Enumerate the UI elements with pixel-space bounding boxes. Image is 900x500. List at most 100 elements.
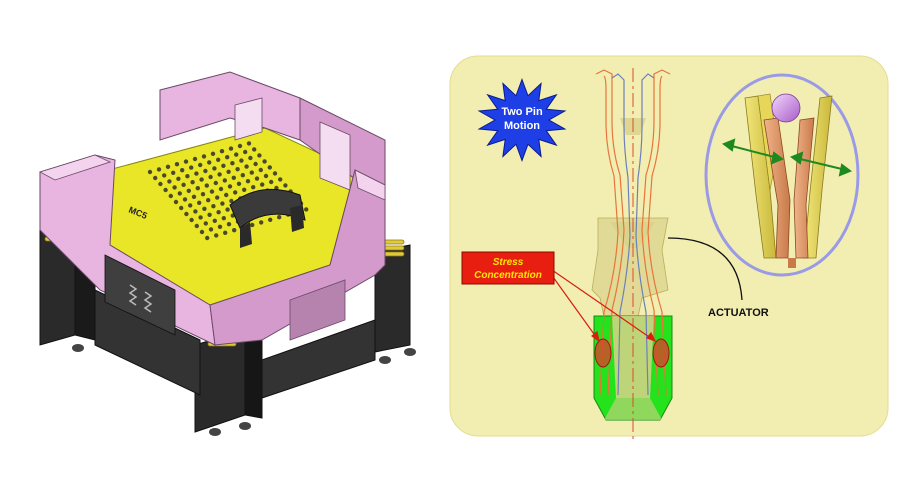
socket-pin [230, 161, 235, 166]
burst-line2: Motion [504, 120, 540, 132]
socket-pin [184, 211, 189, 217]
socket-back-wall [159, 71, 301, 141]
socket-pin [156, 167, 162, 172]
socket-pin [240, 173, 245, 178]
socket-pin [244, 164, 249, 169]
socket-pin [243, 149, 248, 155]
socket-pin [201, 154, 207, 159]
socket-pin [147, 169, 153, 175]
socket-pin [283, 183, 288, 188]
socket-pin [224, 192, 229, 198]
socket-pin [176, 176, 181, 181]
socket-pin [205, 235, 210, 241]
socket-pin [188, 203, 193, 208]
socket-pin [217, 172, 222, 177]
socket-pin [198, 162, 203, 168]
socket-pin [212, 166, 217, 171]
socket-pin [269, 179, 274, 185]
socket-pin [207, 212, 212, 217]
socket-pin [199, 177, 204, 182]
socket-pin [249, 170, 254, 175]
socket-pin [189, 217, 194, 223]
socket-pin [216, 210, 221, 215]
socket-pin [219, 149, 225, 154]
socket-pin [277, 215, 282, 220]
socket-pin [250, 222, 255, 228]
socket-pin [218, 186, 224, 192]
socket-pin [171, 170, 176, 175]
pin-motion-panel: Stress Concentration ACTUATOR Two Pin Mo… [449, 55, 889, 440]
stress-label-line1: Stress [493, 257, 524, 268]
burst-line1: Two Pin [501, 106, 543, 118]
socket-pin [197, 200, 202, 205]
socket-pin [225, 207, 230, 212]
socket-pin [260, 182, 265, 187]
two-pin-motion-burst [477, 78, 567, 162]
socket-pin [215, 195, 220, 200]
socket-pin [248, 155, 253, 161]
socket-pin [272, 171, 278, 176]
socket-pin [227, 184, 233, 189]
socket-pin [194, 223, 199, 229]
actuator-label: ACTUATOR [708, 307, 769, 319]
socket-pin [185, 174, 190, 179]
socket-pin [189, 165, 194, 170]
socket-pin [239, 158, 244, 163]
socket-pin [253, 161, 258, 167]
socket-pin [194, 171, 199, 176]
socket-pin [179, 205, 184, 211]
socket-pin [168, 193, 173, 199]
socket-pin [211, 204, 216, 209]
socket-pin [221, 216, 226, 221]
socket-pin [246, 141, 252, 146]
socket-pin [213, 180, 218, 186]
stress-point-right [652, 338, 670, 368]
socket-pin [220, 201, 225, 206]
socket-pin [236, 181, 242, 186]
socket-pin [257, 153, 262, 158]
socket-pin [237, 143, 243, 149]
socket-pin [212, 218, 217, 223]
socket-pin [235, 167, 240, 172]
socket-pin [263, 173, 269, 179]
pin-outlines [595, 69, 671, 396]
socket-pin [225, 155, 230, 160]
actuator-leader [667, 237, 743, 301]
stress-callout-arrows [547, 269, 657, 343]
socket-pin [232, 228, 237, 233]
socket-pin [254, 176, 260, 181]
socket-pin [262, 159, 267, 164]
socket-pin [192, 156, 198, 162]
socket-pin [199, 229, 205, 235]
socket-pin [173, 199, 179, 205]
socket-pin [163, 187, 168, 193]
socket-pin [203, 221, 208, 226]
socket-pin [278, 177, 283, 182]
zoom-inset [704, 73, 860, 277]
socket-pin [183, 159, 189, 164]
socket-pin [231, 175, 236, 180]
socket-pin [223, 230, 228, 235]
socket-pin [268, 217, 273, 222]
socket-pin [167, 179, 172, 184]
socket-pin [208, 174, 213, 180]
socket-pin [210, 151, 216, 156]
socket-pin [177, 191, 182, 196]
socket-pin [226, 222, 232, 227]
socket-pin [190, 180, 195, 185]
socket-pin [191, 194, 197, 199]
socket-pin [180, 168, 185, 173]
socket-pin [228, 146, 234, 151]
socket-pin [204, 183, 209, 188]
stress-label-box [461, 251, 555, 285]
socket-pin [229, 198, 234, 204]
socket-pin [245, 179, 251, 184]
socket-pin [226, 169, 231, 174]
socket-pin [153, 175, 158, 181]
socket-pin [267, 165, 272, 170]
socket-pin [162, 173, 167, 178]
socket-pin [214, 233, 219, 238]
socket-pin [193, 209, 198, 214]
